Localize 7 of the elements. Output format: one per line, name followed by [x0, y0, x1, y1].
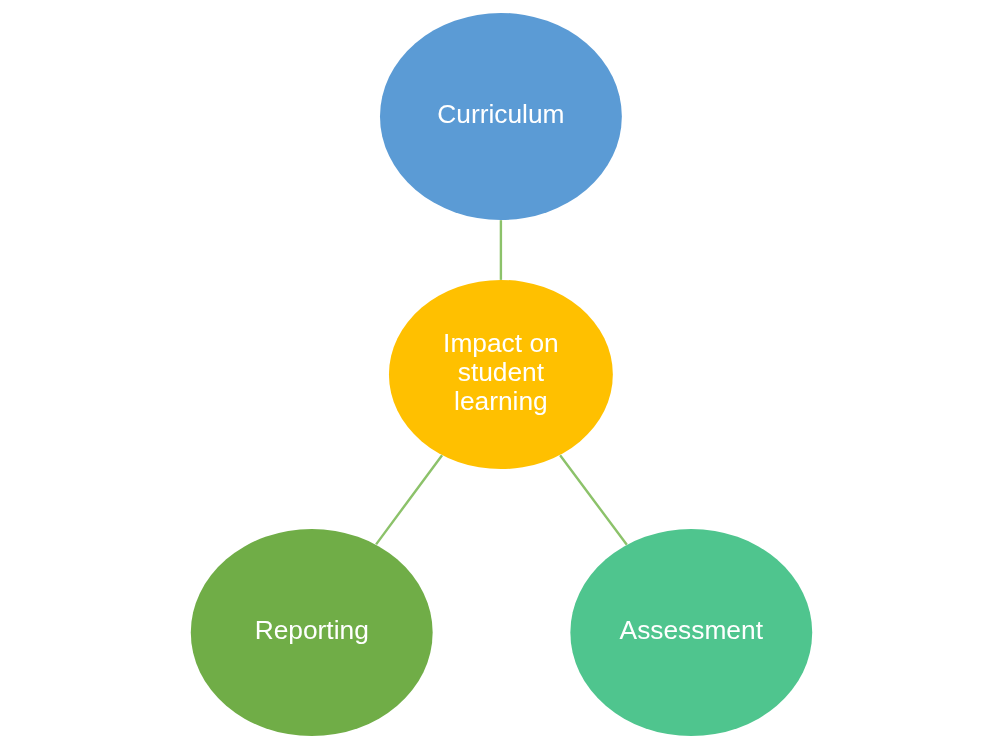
- node-ellipse: Assessment: [569, 528, 812, 737]
- connector: [374, 454, 443, 546]
- node-ellipse: Impact on student learning: [388, 279, 613, 470]
- node-ellipse: Curriculum: [379, 12, 622, 221]
- node-ellipse: Reporting: [190, 528, 433, 737]
- connector: [499, 220, 502, 280]
- connector: [558, 454, 628, 546]
